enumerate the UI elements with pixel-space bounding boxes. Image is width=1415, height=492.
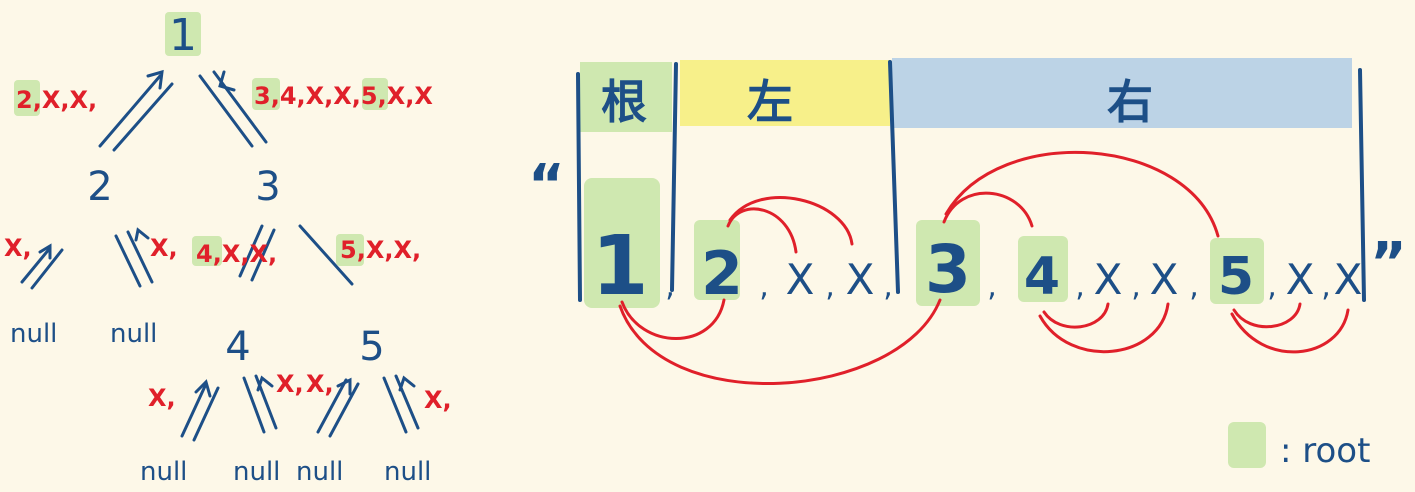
- root-highlight: [165, 12, 201, 56]
- serialized-separator: ,: [883, 269, 893, 304]
- close-quote: ”: [1370, 231, 1407, 296]
- token-root-highlight: [916, 220, 980, 306]
- token-root-highlight: [694, 220, 740, 300]
- serialized-token: X: [1286, 255, 1315, 304]
- tree-annotation: X,: [4, 234, 32, 262]
- root-section-band: [580, 62, 672, 132]
- tree-annotation: X,: [306, 370, 334, 398]
- legend: : root: [1228, 422, 1370, 471]
- serialized-separator: ,: [987, 269, 997, 304]
- serialized-token: X: [846, 255, 875, 304]
- open-quote: “: [528, 153, 565, 218]
- serialized-token: 1: [591, 219, 648, 314]
- tree-node-1: 1: [169, 10, 197, 61]
- serialized-separator: ,: [1131, 269, 1141, 304]
- tree-diagram: 1 2 3 4 5 null null null null null null: [4, 10, 452, 487]
- section-label-right: 右: [1107, 75, 1153, 129]
- arc: [728, 196, 854, 246]
- tree-node-2: 2: [87, 164, 112, 210]
- tree-annotation: X,: [276, 370, 304, 398]
- arc: [618, 298, 942, 385]
- serialized-separator: ,: [665, 269, 675, 304]
- serialized-separator: ,: [759, 269, 769, 304]
- serialized-token: 3: [925, 231, 971, 308]
- tree-node-4: 4: [225, 324, 250, 370]
- anno-highlight: [336, 234, 364, 266]
- token-root-highlight: [1210, 238, 1264, 304]
- tree-null-leaf: null: [233, 457, 280, 487]
- tree-annotation: 2,X,X,: [16, 86, 97, 114]
- serialized-separator: ,: [1189, 269, 1199, 304]
- section-label-root: 根: [601, 75, 647, 129]
- tree-annotation: 3,4,X,X,5,X,X: [254, 82, 433, 110]
- serialized-token: X: [786, 255, 815, 304]
- arc: [620, 298, 726, 340]
- tree-null-leaf: null: [296, 457, 343, 487]
- arc: [1042, 302, 1110, 329]
- serialization-diagram: 根 左 右 “ ” 1 , 2 , X , X , 3 , 4 , X , X …: [528, 58, 1407, 385]
- token-root-highlight: [584, 178, 660, 308]
- arc: [1232, 302, 1302, 329]
- serialized-token: X: [1150, 255, 1179, 304]
- tree-null-leaf: null: [384, 457, 431, 487]
- serialized-separator: ,: [1267, 269, 1277, 304]
- serialized-token: X: [1094, 255, 1123, 304]
- section-label-left: 左: [747, 75, 793, 129]
- arc: [944, 151, 1220, 238]
- tree-annotation: 4,X,X,: [196, 240, 277, 268]
- serialized-token: 2: [701, 239, 743, 309]
- serialized-token: 4: [1024, 247, 1060, 307]
- tree-null-leaf: null: [140, 457, 187, 487]
- anno-highlight: [362, 78, 388, 110]
- tree-annotation: X,: [148, 384, 176, 412]
- left-section-band: [680, 60, 890, 126]
- arc: [942, 191, 1034, 228]
- serialized-token: 5: [1218, 247, 1254, 307]
- tree-null-leaf: null: [110, 319, 157, 349]
- token-root-highlight: [1018, 236, 1068, 302]
- anno-highlight: [192, 236, 222, 266]
- legend-swatch: [1228, 422, 1266, 468]
- tree-annotation: X,: [424, 386, 452, 414]
- anno-highlight: [252, 78, 280, 110]
- tree-annotation: X,: [150, 234, 178, 262]
- relationship-arcs: [618, 151, 1350, 385]
- tree-node-3: 3: [255, 164, 280, 210]
- anno-highlight: [14, 80, 40, 116]
- tree-node-5: 5: [359, 324, 384, 370]
- right-section-band: [892, 58, 1352, 128]
- arc: [1038, 302, 1170, 354]
- serialized-separator: ,: [1321, 269, 1331, 304]
- tree-null-leaf: null: [10, 319, 57, 349]
- section-dividers: [576, 60, 1366, 302]
- legend-label: : root: [1280, 431, 1370, 471]
- tree-annotation: 5,X,X,: [340, 236, 421, 264]
- arc: [1230, 308, 1350, 354]
- tree-edges: [20, 69, 420, 442]
- serialized-separator: ,: [1075, 269, 1085, 304]
- serialized-separator: ,: [825, 269, 835, 304]
- serialized-token: X: [1334, 255, 1363, 304]
